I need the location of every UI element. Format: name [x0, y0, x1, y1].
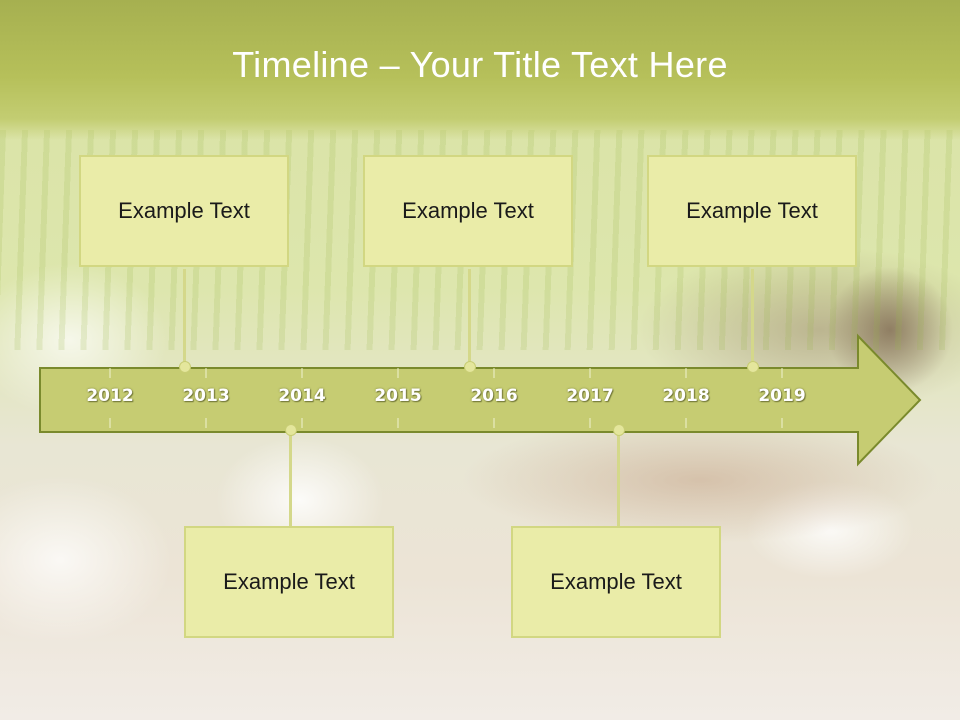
header-band [0, 0, 960, 140]
event-card-bottom-2[interactable]: Example Text [511, 526, 721, 638]
event-card-label: Example Text [402, 198, 534, 223]
event-card-top-2[interactable]: Example Text [363, 155, 573, 267]
event-card-top-3[interactable]: Example Text [647, 155, 857, 267]
connector-line [289, 431, 292, 527]
year-label-2016: 2016 [470, 386, 518, 406]
year-label-2018: 2018 [662, 386, 710, 406]
connector-line [183, 269, 186, 365]
connector-dot [285, 424, 297, 436]
event-card-label: Example Text [550, 569, 682, 594]
connector-line [468, 269, 471, 365]
year-label-2012: 2012 [86, 386, 134, 406]
year-label-2014: 2014 [278, 386, 326, 406]
slide-title: Timeline – Your Title Text Here [232, 44, 728, 85]
year-label-2013: 2013 [182, 386, 230, 406]
connector-dot [464, 361, 476, 373]
event-card-label: Example Text [686, 198, 818, 223]
timeline-arrow-shape [39, 333, 922, 467]
year-label-2019: 2019 [758, 386, 806, 406]
event-card-label: Example Text [118, 198, 250, 223]
connector-dot [747, 361, 759, 373]
event-card-bottom-1[interactable]: Example Text [184, 526, 394, 638]
event-card-top-1[interactable]: Example Text [79, 155, 289, 267]
event-card-label: Example Text [223, 569, 355, 594]
connector-line [751, 269, 754, 365]
year-label-2015: 2015 [374, 386, 422, 406]
connector-dot [179, 361, 191, 373]
connector-line [617, 431, 620, 527]
year-label-2017: 2017 [566, 386, 614, 406]
connector-dot [613, 424, 625, 436]
